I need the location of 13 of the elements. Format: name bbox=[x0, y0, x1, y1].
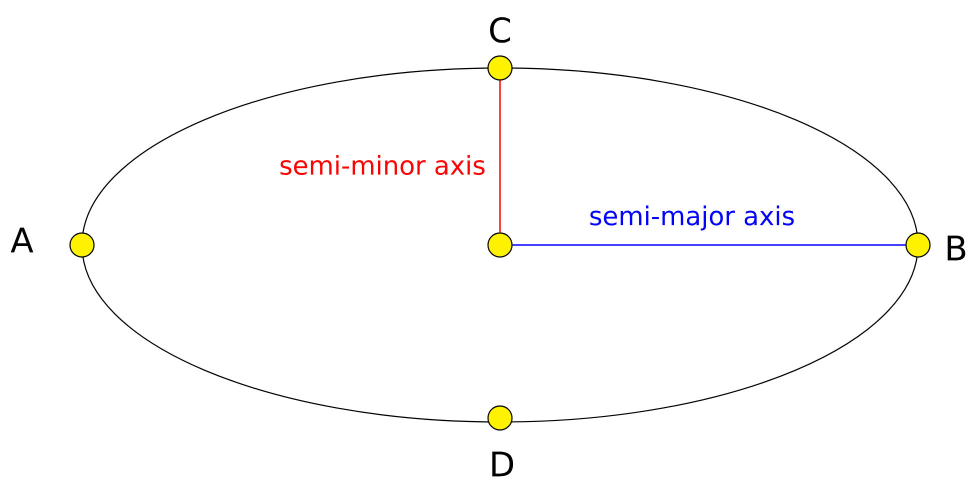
axis-line bbox=[499, 80, 501, 232]
point-dot bbox=[905, 232, 931, 258]
point-dot bbox=[69, 232, 95, 258]
point-label: D bbox=[492, 452, 514, 476]
edge-label: semi-minor axis bbox=[277, 152, 488, 178]
edge-label: semi-major axis bbox=[586, 203, 798, 233]
axis-line bbox=[512, 244, 906, 246]
point-dot bbox=[487, 55, 513, 81]
point-label: B bbox=[948, 236, 966, 260]
point-label: C bbox=[490, 17, 510, 43]
point-dot bbox=[487, 232, 513, 258]
point-label: A bbox=[10, 228, 34, 252]
point-dot bbox=[487, 405, 513, 431]
